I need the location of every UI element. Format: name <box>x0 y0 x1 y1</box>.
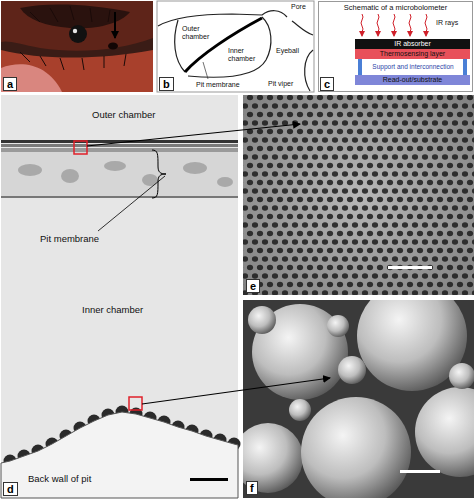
panel-letter: c <box>320 77 334 91</box>
panel-letter: e <box>246 279 260 293</box>
part-name: Back wall of pit <box>28 474 91 485</box>
sensing-layer: Thermosensing layer <box>355 49 470 59</box>
panel-letter: d <box>3 482 18 496</box>
part-name: Pore <box>291 3 306 11</box>
layer-label: IR absorber <box>357 40 468 48</box>
part-name: Outer chamber <box>92 110 155 121</box>
layer-label: Thermosensing layer <box>357 50 468 58</box>
part-name: Support and interconnection <box>366 63 460 70</box>
absorber-layer: IR absorber <box>355 39 470 49</box>
part-name: Outer chamber <box>182 25 216 41</box>
panel-title: Schematic of a microbolometer <box>319 4 472 13</box>
part-name: IR rays <box>436 19 458 27</box>
part-name: Inner chamber <box>82 305 143 316</box>
panel-letter: a <box>3 77 17 91</box>
caption-note: Pit viper <box>268 80 293 88</box>
layer-label: Read-out/substrate <box>357 76 468 84</box>
part-name: Pit membrane <box>196 81 240 89</box>
panel-letter: f <box>246 481 258 495</box>
schematic-panel: Schematic of a microbolometer IR absorber… <box>318 1 473 92</box>
panel-letter: b <box>159 77 174 91</box>
substrate-layer: Read-out/substrate <box>355 75 470 85</box>
part-name: Inner chamber <box>228 47 260 63</box>
part-name: Eyeball <box>276 47 299 55</box>
part-name: Pit membrane <box>40 234 99 245</box>
